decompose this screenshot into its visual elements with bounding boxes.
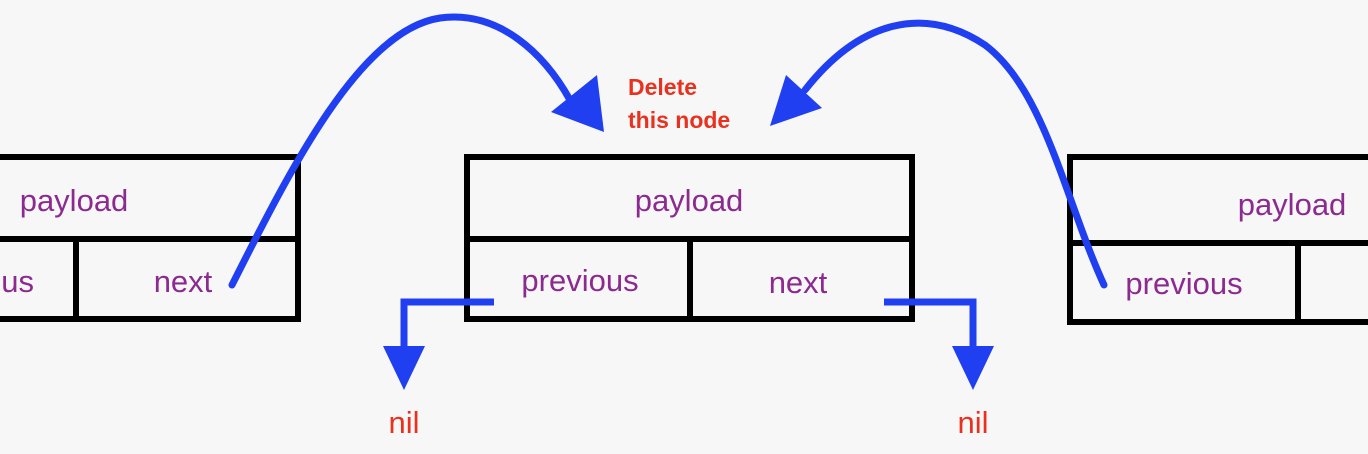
right-node-previous-label: previous	[1125, 266, 1242, 301]
right-previous-arrow-line	[801, 19, 1108, 289]
right-node-payload-label: payload	[1238, 187, 1347, 222]
left-next-arrow-line	[228, 13, 574, 289]
left-node: payload previous next	[0, 154, 301, 322]
middle-previous-nil-arrow	[383, 298, 494, 390]
right-node: payload previous	[1067, 154, 1368, 325]
delete-annotation-line1: Delete	[628, 74, 697, 100]
right-node-next-cell	[1295, 240, 1368, 325]
delete-annotation: Delete this node	[628, 74, 730, 133]
nil-label-right: nil	[957, 405, 988, 440]
middle-node: payload previous next	[464, 154, 915, 322]
left-node-previous-label: previous	[0, 264, 34, 299]
right-previous-arrow-head	[770, 75, 822, 126]
left-node-next-cell	[73, 236, 301, 322]
left-node-next-label: next	[154, 264, 213, 299]
middle-next-nil-arrow-line	[884, 298, 977, 350]
middle-node-previous-label: previous	[521, 263, 638, 298]
right-previous-arrow	[770, 19, 1108, 289]
middle-node-payload-label: payload	[635, 183, 744, 218]
middle-node-next-cell	[687, 236, 915, 322]
middle-next-nil-arrow	[884, 298, 994, 390]
middle-previous-nil-arrow-line	[400, 298, 494, 350]
middle-previous-nil-arrow-head	[383, 346, 425, 390]
middle-next-nil-arrow-head	[952, 346, 994, 390]
left-node-payload-label: payload	[20, 183, 129, 218]
delete-annotation-line2: this node	[628, 107, 730, 133]
left-next-arrow	[228, 13, 604, 289]
nil-label-left: nil	[388, 405, 419, 440]
left-next-arrow-head	[551, 75, 604, 132]
middle-node-next-label: next	[769, 265, 828, 300]
